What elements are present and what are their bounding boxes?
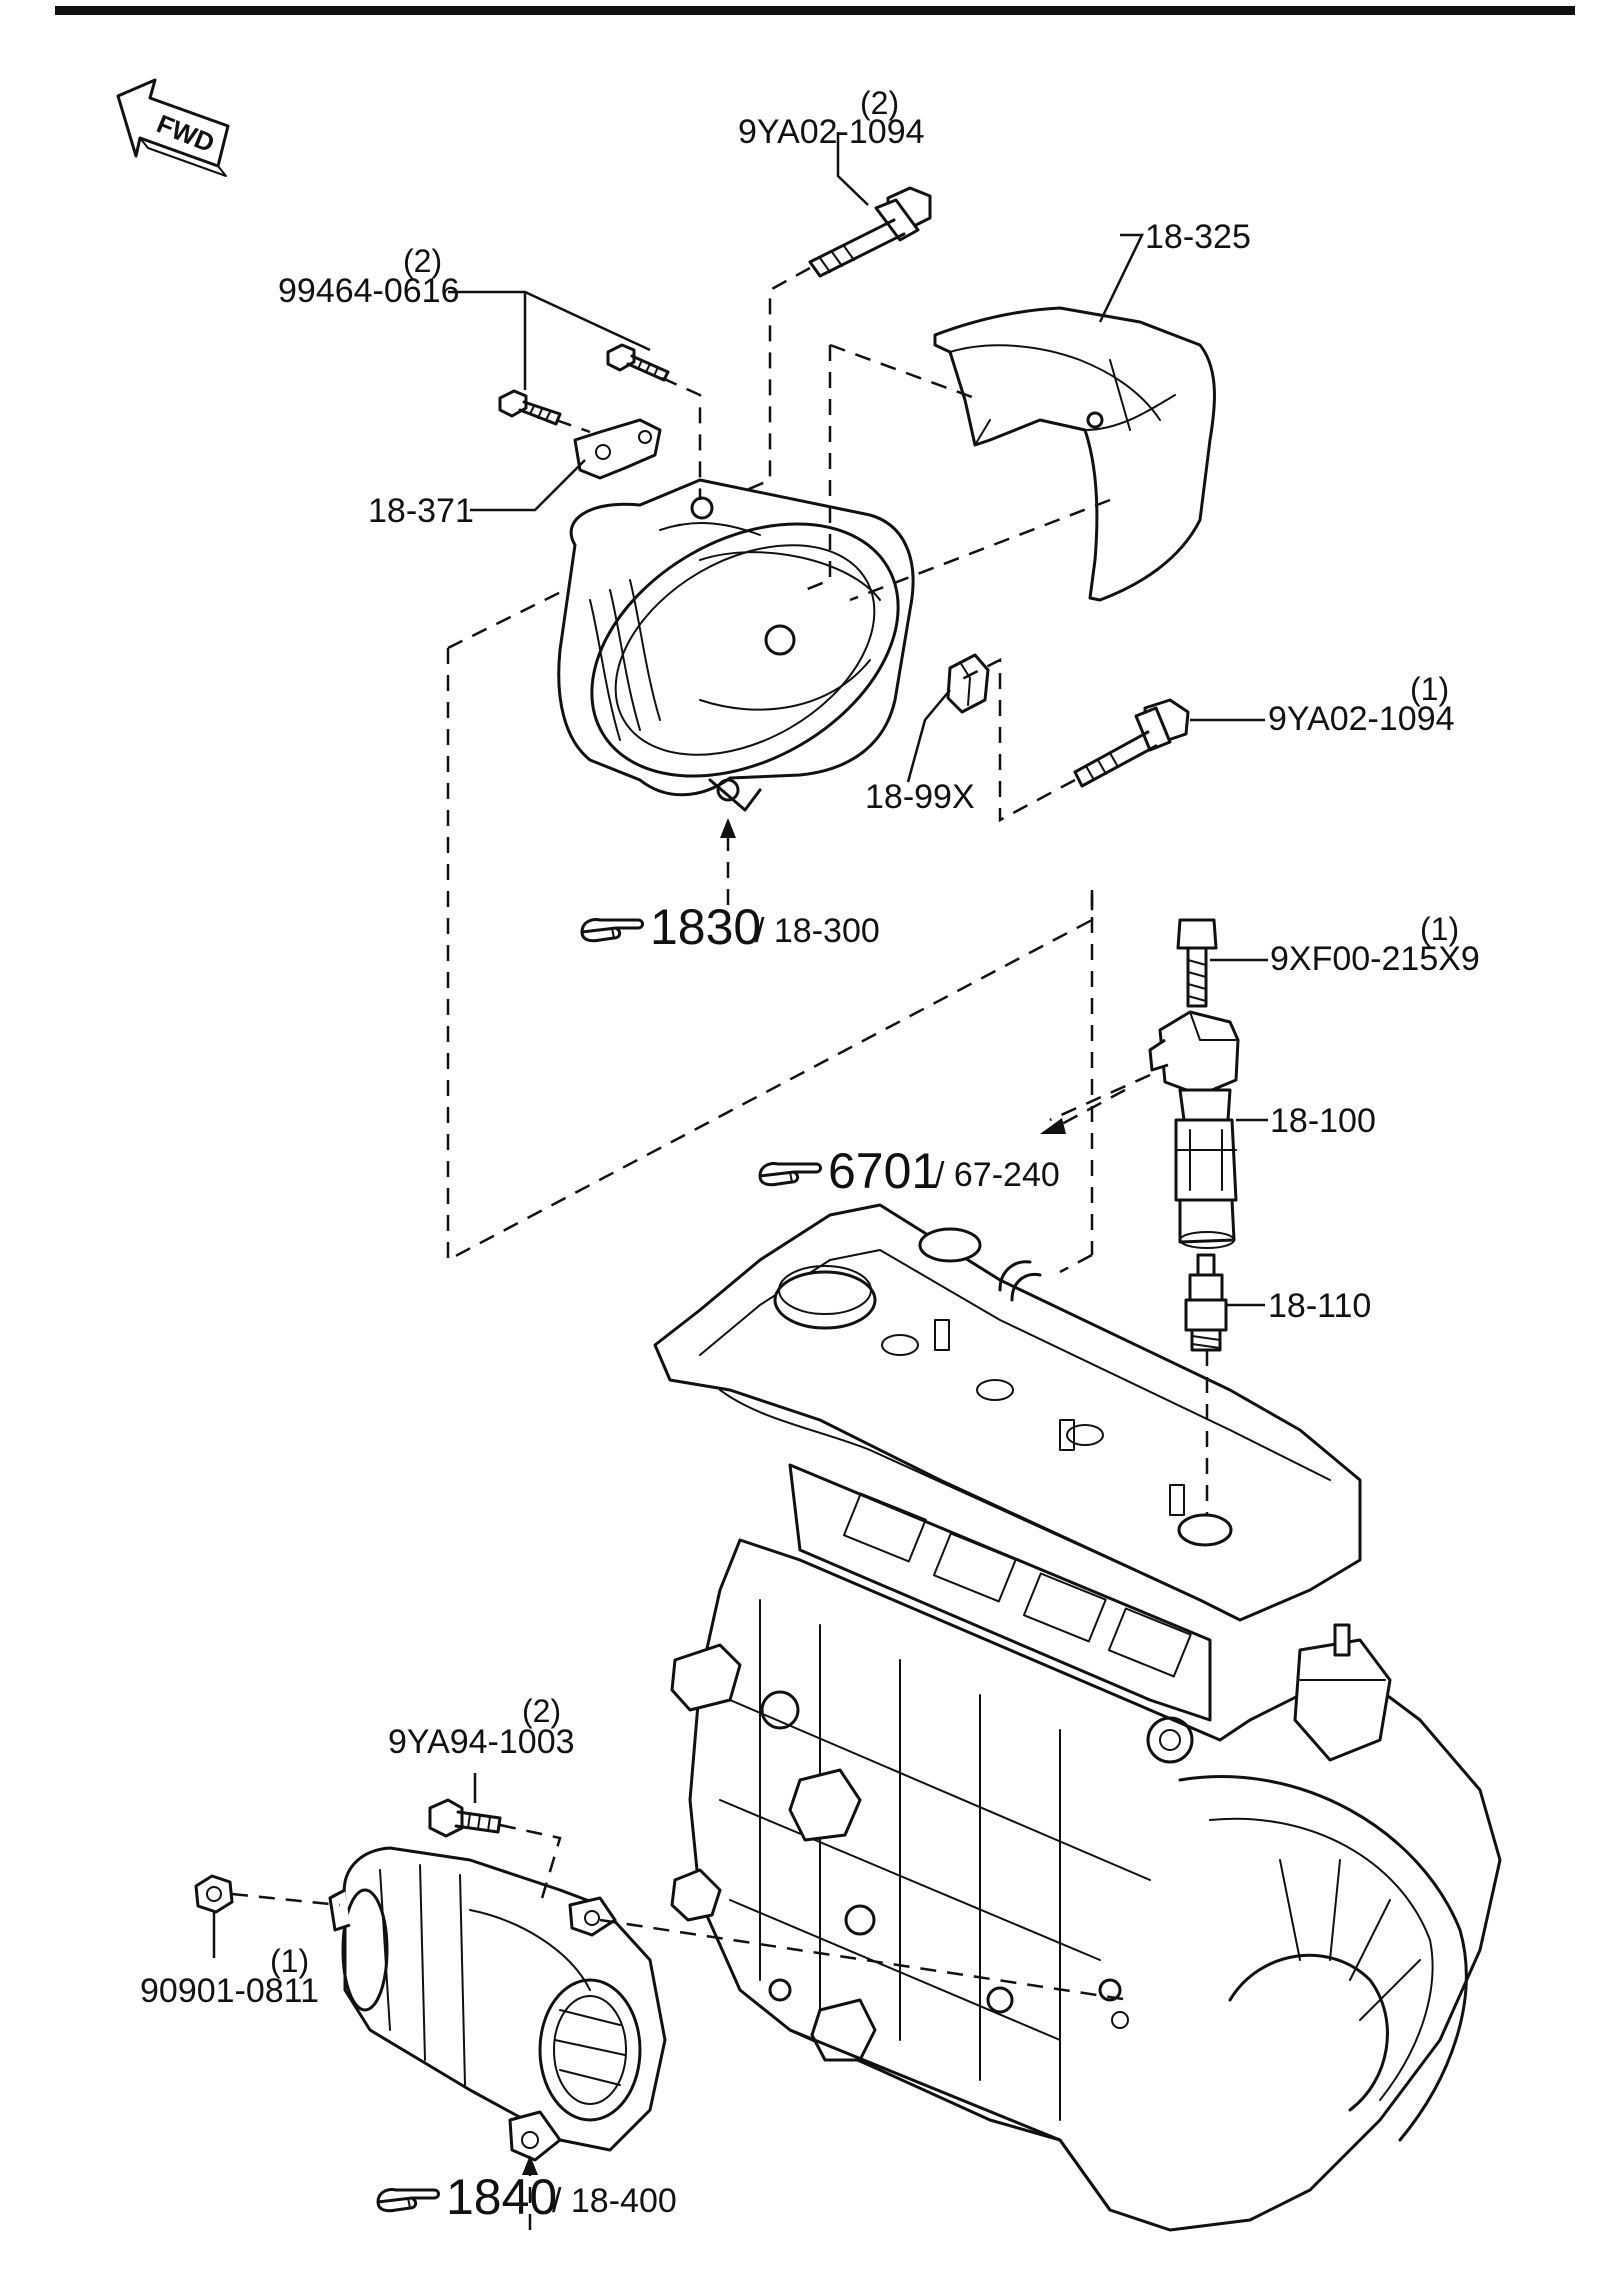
qty-starter-nut: (1)	[270, 1943, 309, 1979]
part-number-starter-nut: 90901-0811	[140, 1972, 319, 2010]
ref-number-starter: 1840	[446, 2169, 557, 2225]
part-number-bolt-side: 9YA02-1094	[1268, 700, 1455, 738]
long-bolt-top	[808, 186, 932, 278]
part-number-spark-plug: 18-110	[1268, 1287, 1371, 1325]
ref-sub-alternator: / 18-300	[755, 912, 880, 950]
starter-nut	[194, 1874, 234, 1914]
ignition-coil	[1148, 1010, 1240, 1249]
ref-sub-coil: / 67-240	[935, 1156, 1060, 1194]
spark-plug-wells	[881, 1319, 1233, 1547]
part-number-cap: 18-99X	[865, 778, 975, 816]
ref-number-coil: 6701	[828, 1143, 939, 1199]
long-bolt-side	[1073, 698, 1190, 788]
top-rule	[55, 6, 1575, 15]
qty-starter-bolt: (2)	[522, 1693, 561, 1729]
qty-coil-bolt: (1)	[1420, 911, 1459, 947]
leader-lines	[212, 132, 1268, 1958]
starter-bolt	[428, 1798, 502, 1838]
qty-bolt-side: (1)	[1410, 671, 1449, 707]
fwd-arrow-icon: FWD	[116, 78, 230, 177]
qty-small-bolt: (2)	[403, 243, 442, 279]
pointing-hand-icon	[580, 918, 644, 943]
assembly-lines	[231, 266, 1209, 2002]
part-number-coil-bolt: 9XF00-215X9	[1270, 940, 1480, 978]
ref-coil: 6701 / 67-240	[758, 1143, 1060, 1199]
ref-starter: 1840 / 18-400	[376, 2169, 677, 2225]
ref-sub-starter: / 18-400	[552, 2182, 677, 2220]
qty-bolt-top: (2)	[860, 85, 899, 121]
pointing-hand-icon	[758, 1162, 822, 1187]
coil-bolt	[1176, 918, 1218, 1008]
part-number-bolt-top: 9YA02-1094	[738, 113, 925, 151]
part-number-bracket: 18-371	[368, 492, 474, 530]
pointing-hand-icon	[376, 2188, 440, 2213]
reference-arrows	[522, 818, 1126, 2230]
bracket	[573, 418, 662, 480]
spark-plug	[1184, 1253, 1228, 1352]
part-number-small-bolt: 99464-0616	[278, 272, 460, 310]
alternator	[557, 478, 915, 812]
ref-alternator: 1830 / 18-300	[580, 899, 880, 955]
part-number-ignition-coil: 18-100	[1270, 1102, 1376, 1140]
engine-block	[653, 1203, 1502, 2232]
small-bolt-lower	[498, 389, 562, 426]
small-bolt-upper	[606, 343, 670, 382]
manifold-ports	[842, 1492, 1192, 1678]
heat-shield	[933, 306, 1216, 602]
part-number-starter-bolt: 9YA94-1003	[388, 1723, 575, 1761]
cap	[946, 653, 990, 714]
starter-motor	[328, 1846, 667, 2162]
ref-number-alternator: 1830	[650, 899, 761, 955]
part-number-heat-shield: 18-325	[1145, 218, 1251, 256]
